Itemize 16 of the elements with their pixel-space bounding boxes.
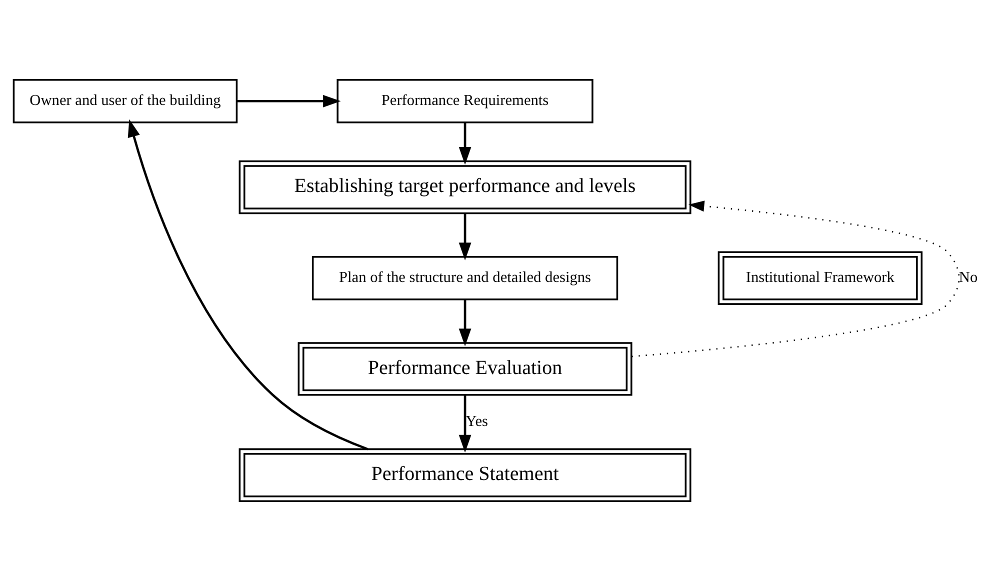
arrow — [458, 122, 471, 165]
edge-label: Yes — [465, 413, 488, 430]
edge-label: No — [958, 269, 978, 286]
arrow — [236, 94, 340, 108]
arrow — [458, 299, 471, 346]
arrow — [127, 119, 368, 450]
node-box: Plan of the structure and detailed designs — [311, 256, 618, 300]
node-box: Performance Requirements — [336, 79, 593, 124]
node-box: Performance Evaluation — [297, 342, 632, 396]
arrow — [458, 214, 471, 260]
arrow — [458, 395, 471, 453]
arrow — [631, 200, 960, 358]
node-box: Owner and user of the building — [12, 79, 238, 124]
node-box: Institutional Framework — [717, 251, 922, 305]
node-box: Performance Statement — [238, 448, 691, 502]
node-box: Establishing target performance and levels — [238, 160, 691, 214]
